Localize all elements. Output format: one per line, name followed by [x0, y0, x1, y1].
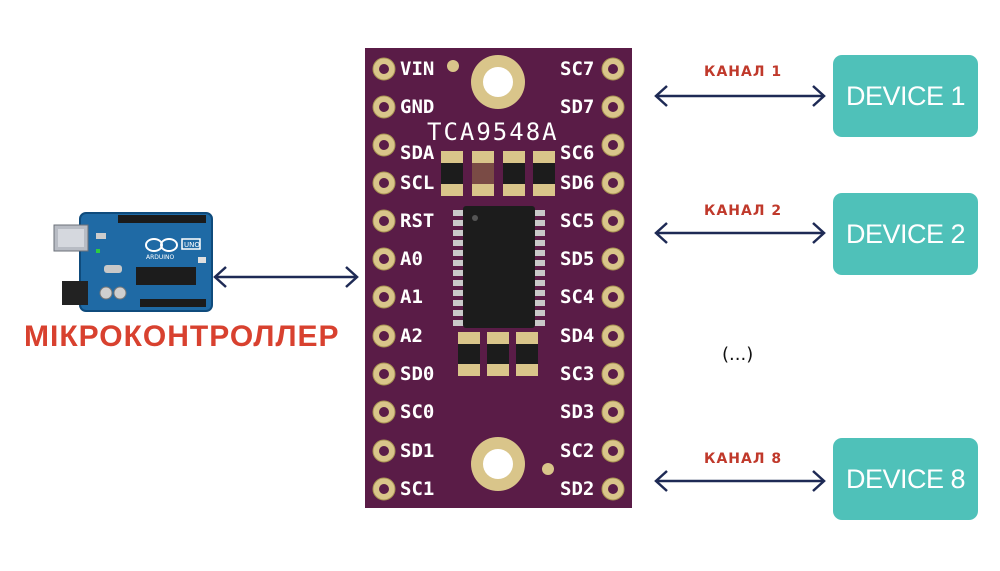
channel-8-arrow [654, 470, 826, 492]
pin-label: SC0 [400, 401, 435, 423]
channel-2-label: КАНАЛ 2 [704, 203, 783, 219]
pin-label: SD3 [560, 401, 595, 423]
channel-1-arrow [654, 85, 826, 107]
arduino-brand-text: ARDUINO [146, 254, 175, 261]
more-channels-ellipsis: (...) [722, 344, 754, 365]
pin-label: A1 [400, 286, 423, 308]
pin-label: SC4 [560, 286, 595, 308]
microcontroller-label: МІКРОКОНТРОЛЛЕР [24, 320, 340, 353]
pin-label: A2 [400, 325, 423, 347]
channel-2-arrow [654, 222, 826, 244]
tca9548a-board: TCA9548A VIN GND SDA SCL RST A0 A1 A2 SD… [365, 48, 632, 508]
pin-label: SC2 [560, 440, 595, 462]
pin-label: GND [400, 96, 435, 118]
pin-label: SD0 [400, 363, 435, 385]
pin-label: SC5 [560, 210, 595, 232]
channel-1-label: КАНАЛ 1 [704, 64, 783, 80]
pin-label: SC1 [400, 478, 435, 500]
pin-label: A0 [400, 248, 423, 270]
board-graphic [365, 48, 632, 508]
pin-label: SC6 [560, 142, 595, 164]
pin-label: SD6 [560, 172, 595, 194]
pin-label: SCL [400, 172, 435, 194]
arduino-uno-text: UNO [184, 241, 200, 249]
mcu-link-arrow [213, 266, 359, 288]
device-1-box: DEVICE 1 [833, 55, 978, 137]
pin-label: SC3 [560, 363, 595, 385]
pin-label: SD4 [560, 325, 595, 347]
pin-label: VIN [400, 58, 435, 80]
pin-label: SD5 [560, 248, 595, 270]
device-2-box: DEVICE 2 [833, 193, 978, 275]
pin-label: SDA [400, 142, 435, 164]
pin-label: SD1 [400, 440, 435, 462]
pin-label: RST [400, 210, 435, 232]
arduino-uno-board: UNO ARDUINO [53, 212, 213, 312]
pin-label: SC7 [560, 58, 595, 80]
chip-name: TCA9548A [427, 118, 559, 146]
pin-label: SD7 [560, 96, 595, 118]
channel-8-label: КАНАЛ 8 [704, 451, 783, 467]
device-8-box: DEVICE 8 [833, 438, 978, 520]
pin-label: SD2 [560, 478, 595, 500]
